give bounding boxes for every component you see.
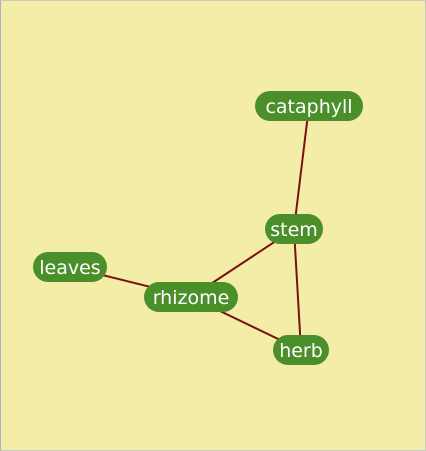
edge-stem-herb: [293, 228, 302, 351]
edge-cataphyll-stem: [293, 105, 310, 230]
node-leaves[interactable]: leaves: [33, 252, 107, 282]
node-shape-stem: [265, 214, 323, 244]
node-label-cataphyll: cataphyll: [265, 96, 352, 118]
node-shape-leaves: [33, 252, 107, 282]
node-rhizome[interactable]: rhizome: [144, 282, 238, 312]
node-label-rhizome: rhizome: [153, 287, 230, 309]
node-shape-herb: [273, 335, 329, 365]
node-herb[interactable]: herb: [273, 335, 329, 365]
nodes-layer: cataphyll stem leaves rhizome herb: [33, 91, 363, 365]
node-shape-rhizome: [144, 282, 238, 312]
node-label-stem: stem: [270, 219, 318, 241]
node-shape-cataphyll: [255, 91, 363, 121]
node-cataphyll[interactable]: cataphyll: [255, 91, 363, 121]
node-stem[interactable]: stem: [265, 214, 323, 244]
node-label-herb: herb: [279, 340, 323, 362]
node-label-leaves: leaves: [39, 257, 100, 279]
